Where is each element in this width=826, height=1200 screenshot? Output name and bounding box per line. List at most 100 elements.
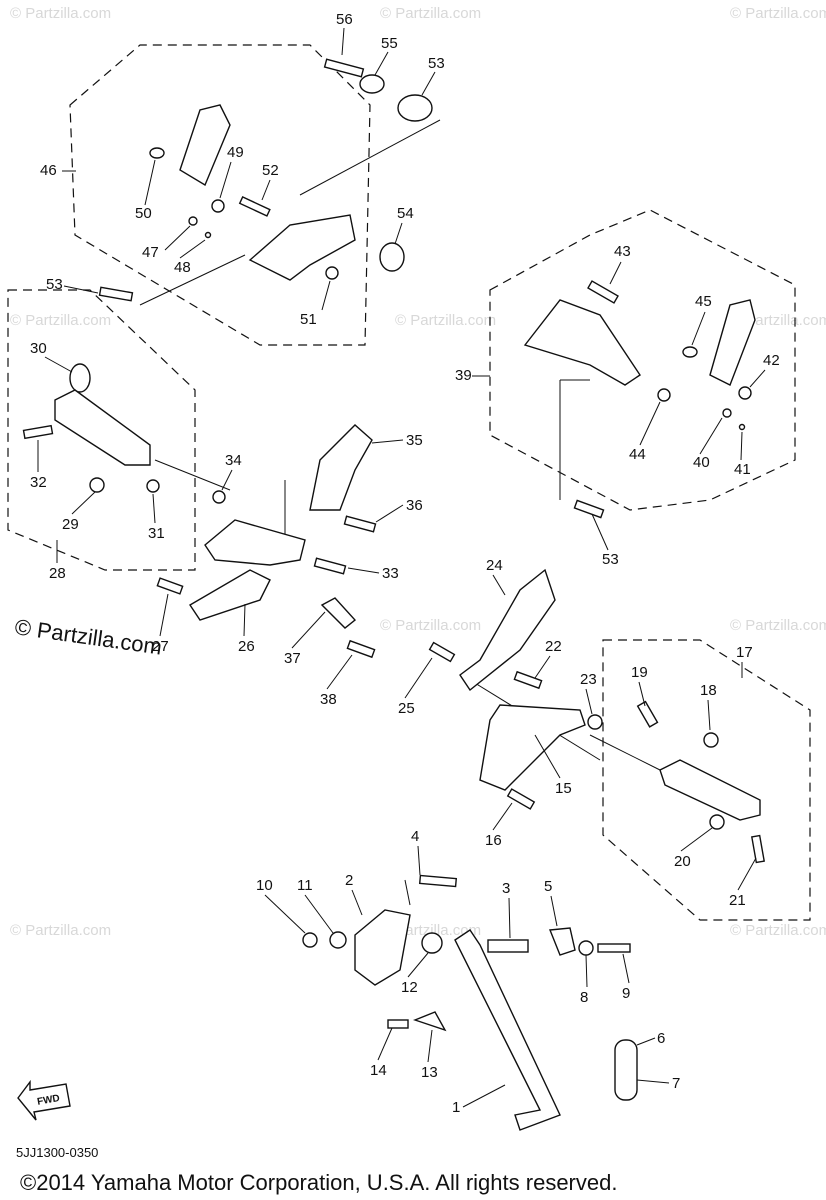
parts bbox=[22, 58, 766, 1131]
footpeg-46-shape bbox=[179, 104, 231, 187]
spring-18-shape bbox=[703, 732, 719, 748]
callout-14: 14 bbox=[370, 1062, 387, 1079]
bolt-3-shape bbox=[487, 939, 529, 953]
callout-34: 34 bbox=[225, 452, 242, 469]
callout-9: 9 bbox=[622, 985, 630, 1002]
callout-49: 49 bbox=[227, 144, 244, 161]
nut-10-shape bbox=[302, 932, 318, 948]
callout-38: 38 bbox=[320, 691, 337, 708]
bolt-53b-shape bbox=[573, 499, 605, 519]
watermark: © Partzilla.com bbox=[380, 5, 481, 22]
callout-21: 21 bbox=[729, 892, 746, 909]
watermark: © Partzilla.com bbox=[730, 5, 826, 22]
bolt-25-shape bbox=[428, 641, 456, 663]
heel-plate-24-shape bbox=[459, 568, 556, 692]
footpeg-17-shape bbox=[659, 759, 761, 821]
bracket-center-shape bbox=[204, 519, 306, 566]
assembly-outline-28 bbox=[7, 289, 196, 571]
nut-51-shape bbox=[325, 266, 339, 280]
callout-39: 39 bbox=[455, 367, 472, 384]
pin-45-shape bbox=[682, 346, 698, 358]
watermark: © Partzilla.com bbox=[395, 312, 496, 329]
switch-13-shape bbox=[412, 1011, 447, 1032]
watermark: © Partzilla.com bbox=[730, 922, 826, 939]
callout-15: 15 bbox=[555, 780, 572, 797]
bolt-9-shape bbox=[597, 943, 631, 953]
callout-4: 4 bbox=[411, 828, 419, 845]
callout-27: 27 bbox=[152, 638, 169, 655]
washer-31-shape bbox=[146, 479, 160, 493]
callout-50: 50 bbox=[135, 205, 152, 222]
callout-43: 43 bbox=[614, 243, 631, 260]
washer-56-shape bbox=[359, 74, 385, 94]
bolt-57-shape bbox=[323, 58, 365, 78]
callout-53b: 53 bbox=[602, 551, 619, 568]
callout-13: 13 bbox=[421, 1064, 438, 1081]
callout-23: 23 bbox=[580, 671, 597, 688]
fwd-arrow-icon bbox=[17, 1079, 71, 1121]
diagram-code: 5JJ1300-0350 bbox=[16, 1145, 98, 1160]
callout-33: 33 bbox=[382, 565, 399, 582]
bracket-2-shape bbox=[354, 909, 411, 986]
plate-42-shape bbox=[738, 386, 752, 400]
callout-5: 5 bbox=[544, 878, 552, 895]
spring-29-shape bbox=[89, 477, 105, 493]
callout-6: 6 bbox=[657, 1030, 665, 1047]
callout-42: 42 bbox=[763, 352, 780, 369]
callout-53: 53 bbox=[46, 276, 63, 293]
callout-32: 32 bbox=[30, 474, 47, 491]
callout-labels: 56 55 53 46 49 52 50 54 47 48 43 53 51 4… bbox=[30, 11, 780, 1116]
washer-23-shape bbox=[587, 714, 603, 730]
rod-37-shape bbox=[320, 597, 357, 629]
callout-leaders bbox=[37, 27, 766, 1108]
callout-8: 8 bbox=[580, 989, 588, 1006]
pin-19-shape bbox=[636, 700, 659, 728]
callout-19: 19 bbox=[631, 664, 648, 681]
callout-28: 28 bbox=[49, 565, 66, 582]
washer-34-shape bbox=[212, 490, 226, 504]
watermark: © Partzilla.com bbox=[380, 617, 481, 634]
callout-3: 3 bbox=[502, 880, 510, 897]
bolt-16-shape bbox=[506, 788, 536, 810]
pin-50-shape bbox=[149, 147, 165, 159]
washer-20-shape bbox=[709, 814, 725, 830]
callout-41: 41 bbox=[734, 461, 751, 478]
bolt-36-shape bbox=[343, 515, 377, 533]
footrest-bracket-46-shape bbox=[248, 214, 356, 281]
watermark: © Partzilla.com bbox=[10, 5, 111, 22]
callout-12: 12 bbox=[401, 979, 418, 996]
callout-7: 7 bbox=[672, 1075, 680, 1092]
callout-17: 17 bbox=[736, 644, 753, 661]
bolt-21-shape bbox=[750, 834, 766, 864]
bracket-39-shape bbox=[523, 299, 641, 386]
callout-22: 22 bbox=[545, 638, 562, 655]
bolt-22-shape bbox=[513, 670, 543, 690]
bolt-32-shape bbox=[22, 424, 54, 440]
callout-26: 26 bbox=[238, 638, 255, 655]
heel-plate-35-shape bbox=[309, 424, 373, 511]
callout-52: 52 bbox=[262, 162, 279, 179]
callout-31: 31 bbox=[148, 525, 165, 542]
callout-30: 30 bbox=[30, 340, 47, 357]
washer-8-shape bbox=[578, 940, 594, 956]
watermark: © Partzilla.com bbox=[730, 617, 826, 634]
bolt-43-shape bbox=[587, 280, 619, 304]
callout-2: 2 bbox=[345, 872, 353, 889]
spring-7-shape bbox=[614, 1039, 638, 1101]
washer-12-shape bbox=[421, 932, 443, 954]
plate-5-shape bbox=[549, 927, 576, 956]
callout-56: 55 bbox=[381, 35, 398, 52]
ball-48-shape bbox=[204, 231, 212, 239]
spring-40-shape bbox=[722, 408, 732, 418]
callout-45: 45 bbox=[695, 293, 712, 310]
nut-44-shape bbox=[657, 388, 671, 402]
leader-lines bbox=[139, 119, 661, 906]
ball-41-shape bbox=[738, 423, 746, 431]
callout-25: 25 bbox=[398, 700, 415, 717]
callout-20: 20 bbox=[674, 853, 691, 870]
bolt-27-shape bbox=[156, 577, 184, 595]
callout-51: 51 bbox=[300, 311, 317, 328]
partzilla-brand: © Partzilla.com bbox=[13, 614, 163, 659]
callout-37: 37 bbox=[284, 650, 301, 667]
